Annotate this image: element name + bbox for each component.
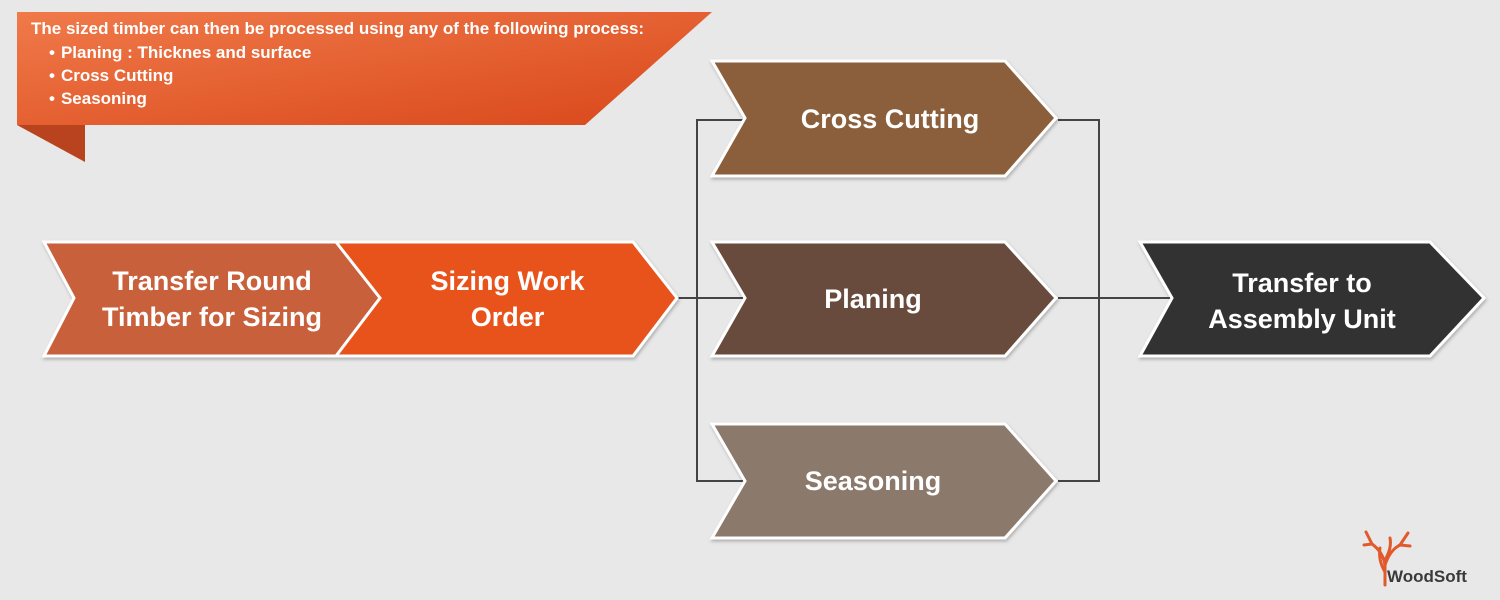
step-transfer-round-timber-line1: Transfer Round [112,266,312,296]
step-transfer-assembly-label: Transfer to Assembly Unit [1172,242,1432,360]
step-planing-label: Planing [824,284,922,314]
step-sizing-work-order-label: Sizing Work Order [380,242,635,356]
step-transfer-assembly [1137,240,1487,358]
step-transfer-assembly-line2: Assembly Unit [1208,304,1396,334]
step-transfer-round-timber-label: Transfer Round Timber for Sizing [74,242,350,356]
step-transfer-assembly-line1: Transfer to [1232,268,1372,298]
banner-item-cross-cutting: Cross Cutting [49,64,311,87]
step-seasoning-label: Seasoning [804,466,942,496]
connector-merge [1058,119,1100,482]
connectors [678,119,1172,482]
step-sizing-work-order-line1: Sizing Work [430,266,585,296]
step-planing [709,240,1059,358]
step-seasoning [709,422,1059,540]
banner-fold [17,125,85,162]
step-cross-cutting-label: Cross Cutting [800,103,980,134]
connector-split [696,119,745,482]
tree-icon [1362,530,1412,587]
step-sizing-work-order-line2: Order [470,302,545,332]
banner-title: The sized timber can then be processed u… [31,19,645,38]
logo-text: WoodSoft [1387,567,1467,586]
step-sizing-work-order [332,240,679,358]
banner-item-seasoning: Seasoning [49,87,311,110]
banner-list: Planing : Thicknes and surface Cross Cut… [49,41,311,110]
step-transfer-round-timber-line2: Timber for Sizing [101,302,323,332]
banner-item-planing: Planing : Thicknes and surface [49,41,311,64]
step-cross-cutting [709,59,1059,178]
